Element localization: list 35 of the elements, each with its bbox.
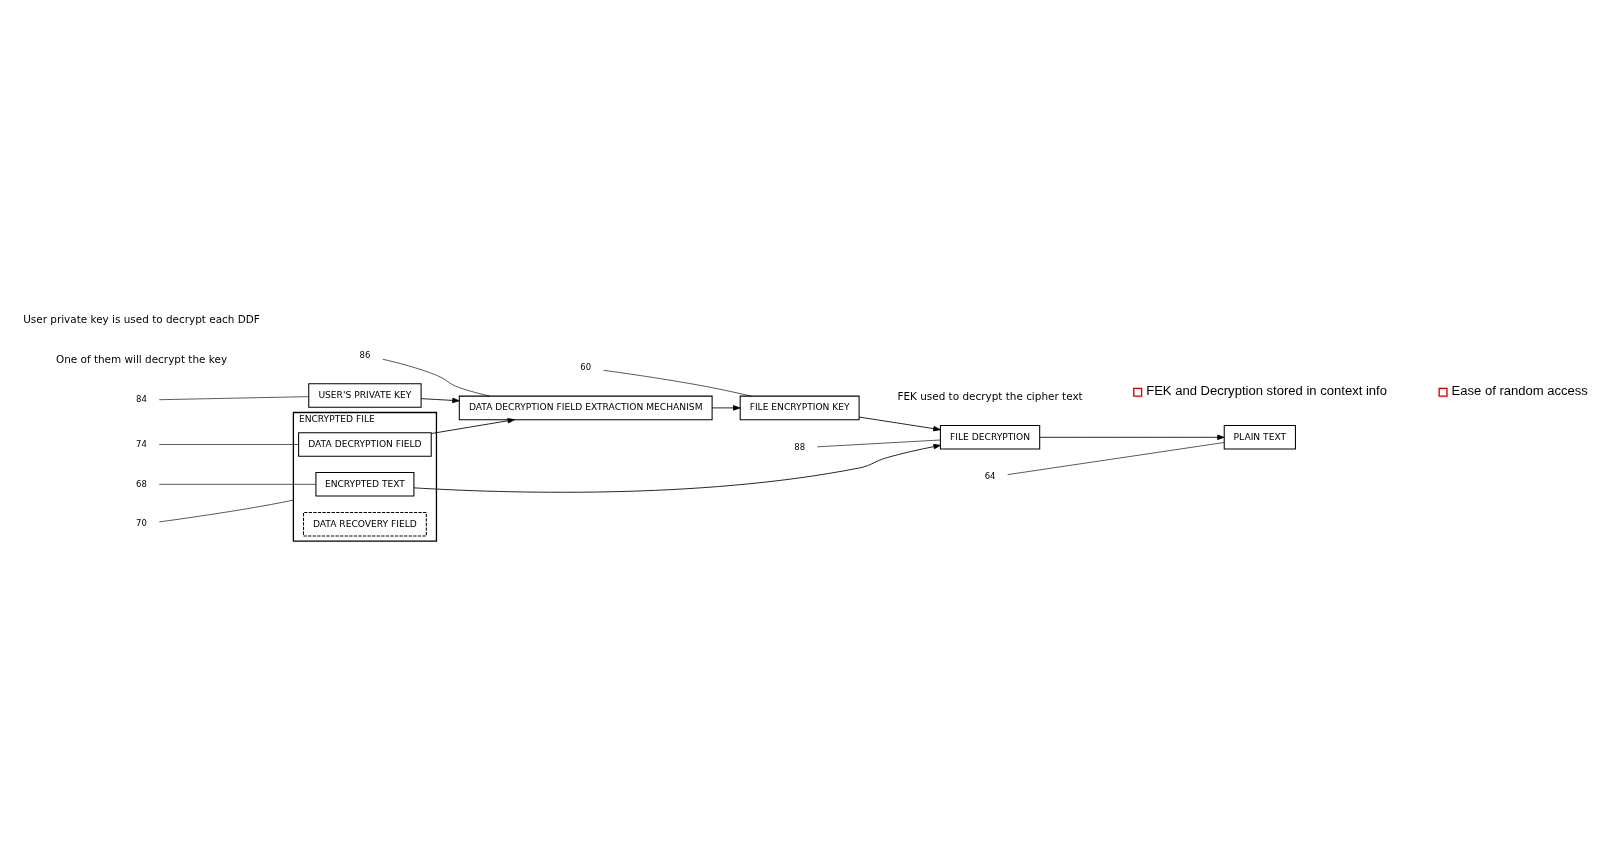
label: FEK and Decryption stored in context info [1146, 382, 1387, 398]
label: FEK used to decrypt the cipher text [897, 389, 1083, 402]
label: Ease of random access [1451, 382, 1588, 398]
connector [1007, 441, 1225, 475]
node-box: USER'S PRIVATE KEY [308, 382, 422, 408]
arrow [413, 443, 941, 493]
node-box: DATA DECRYPTION FIELD EXTRACTION MECHANISM [458, 395, 713, 420]
node-box: DATA RECOVERY FIELD [303, 511, 427, 536]
node-box: FILE DECRYPTION [939, 424, 1041, 450]
node-box: FILE ENCRYPTION KEY [739, 395, 860, 420]
label: One of them will decrypt the key [55, 352, 228, 365]
connector [158, 443, 299, 445]
arrow [711, 404, 741, 411]
node-text: 60 [580, 361, 592, 372]
node-text: 88 [794, 441, 806, 452]
node-box: ENCRYPTED TEXT [315, 471, 415, 497]
arrow [858, 416, 941, 431]
node-text: 84 [136, 393, 147, 404]
node-text: 64 [984, 470, 996, 481]
arrow [420, 397, 460, 403]
node-text: 70 [136, 517, 147, 528]
connector [603, 369, 752, 396]
label: User private key is used to decrypt each DDF [23, 312, 260, 325]
arrow [431, 417, 515, 434]
connector [158, 483, 317, 485]
connector [382, 358, 491, 396]
node-text: 86 [359, 349, 371, 360]
connector [158, 499, 294, 522]
connector [817, 439, 941, 447]
arrow [1039, 434, 1225, 440]
node-text: 74 [136, 438, 147, 449]
node-box: DATA DECRYPTION FIELD [298, 431, 432, 457]
connector [158, 395, 309, 400]
node-box: PLAIN TEXT [1223, 424, 1296, 450]
node-text: 68 [136, 478, 147, 489]
